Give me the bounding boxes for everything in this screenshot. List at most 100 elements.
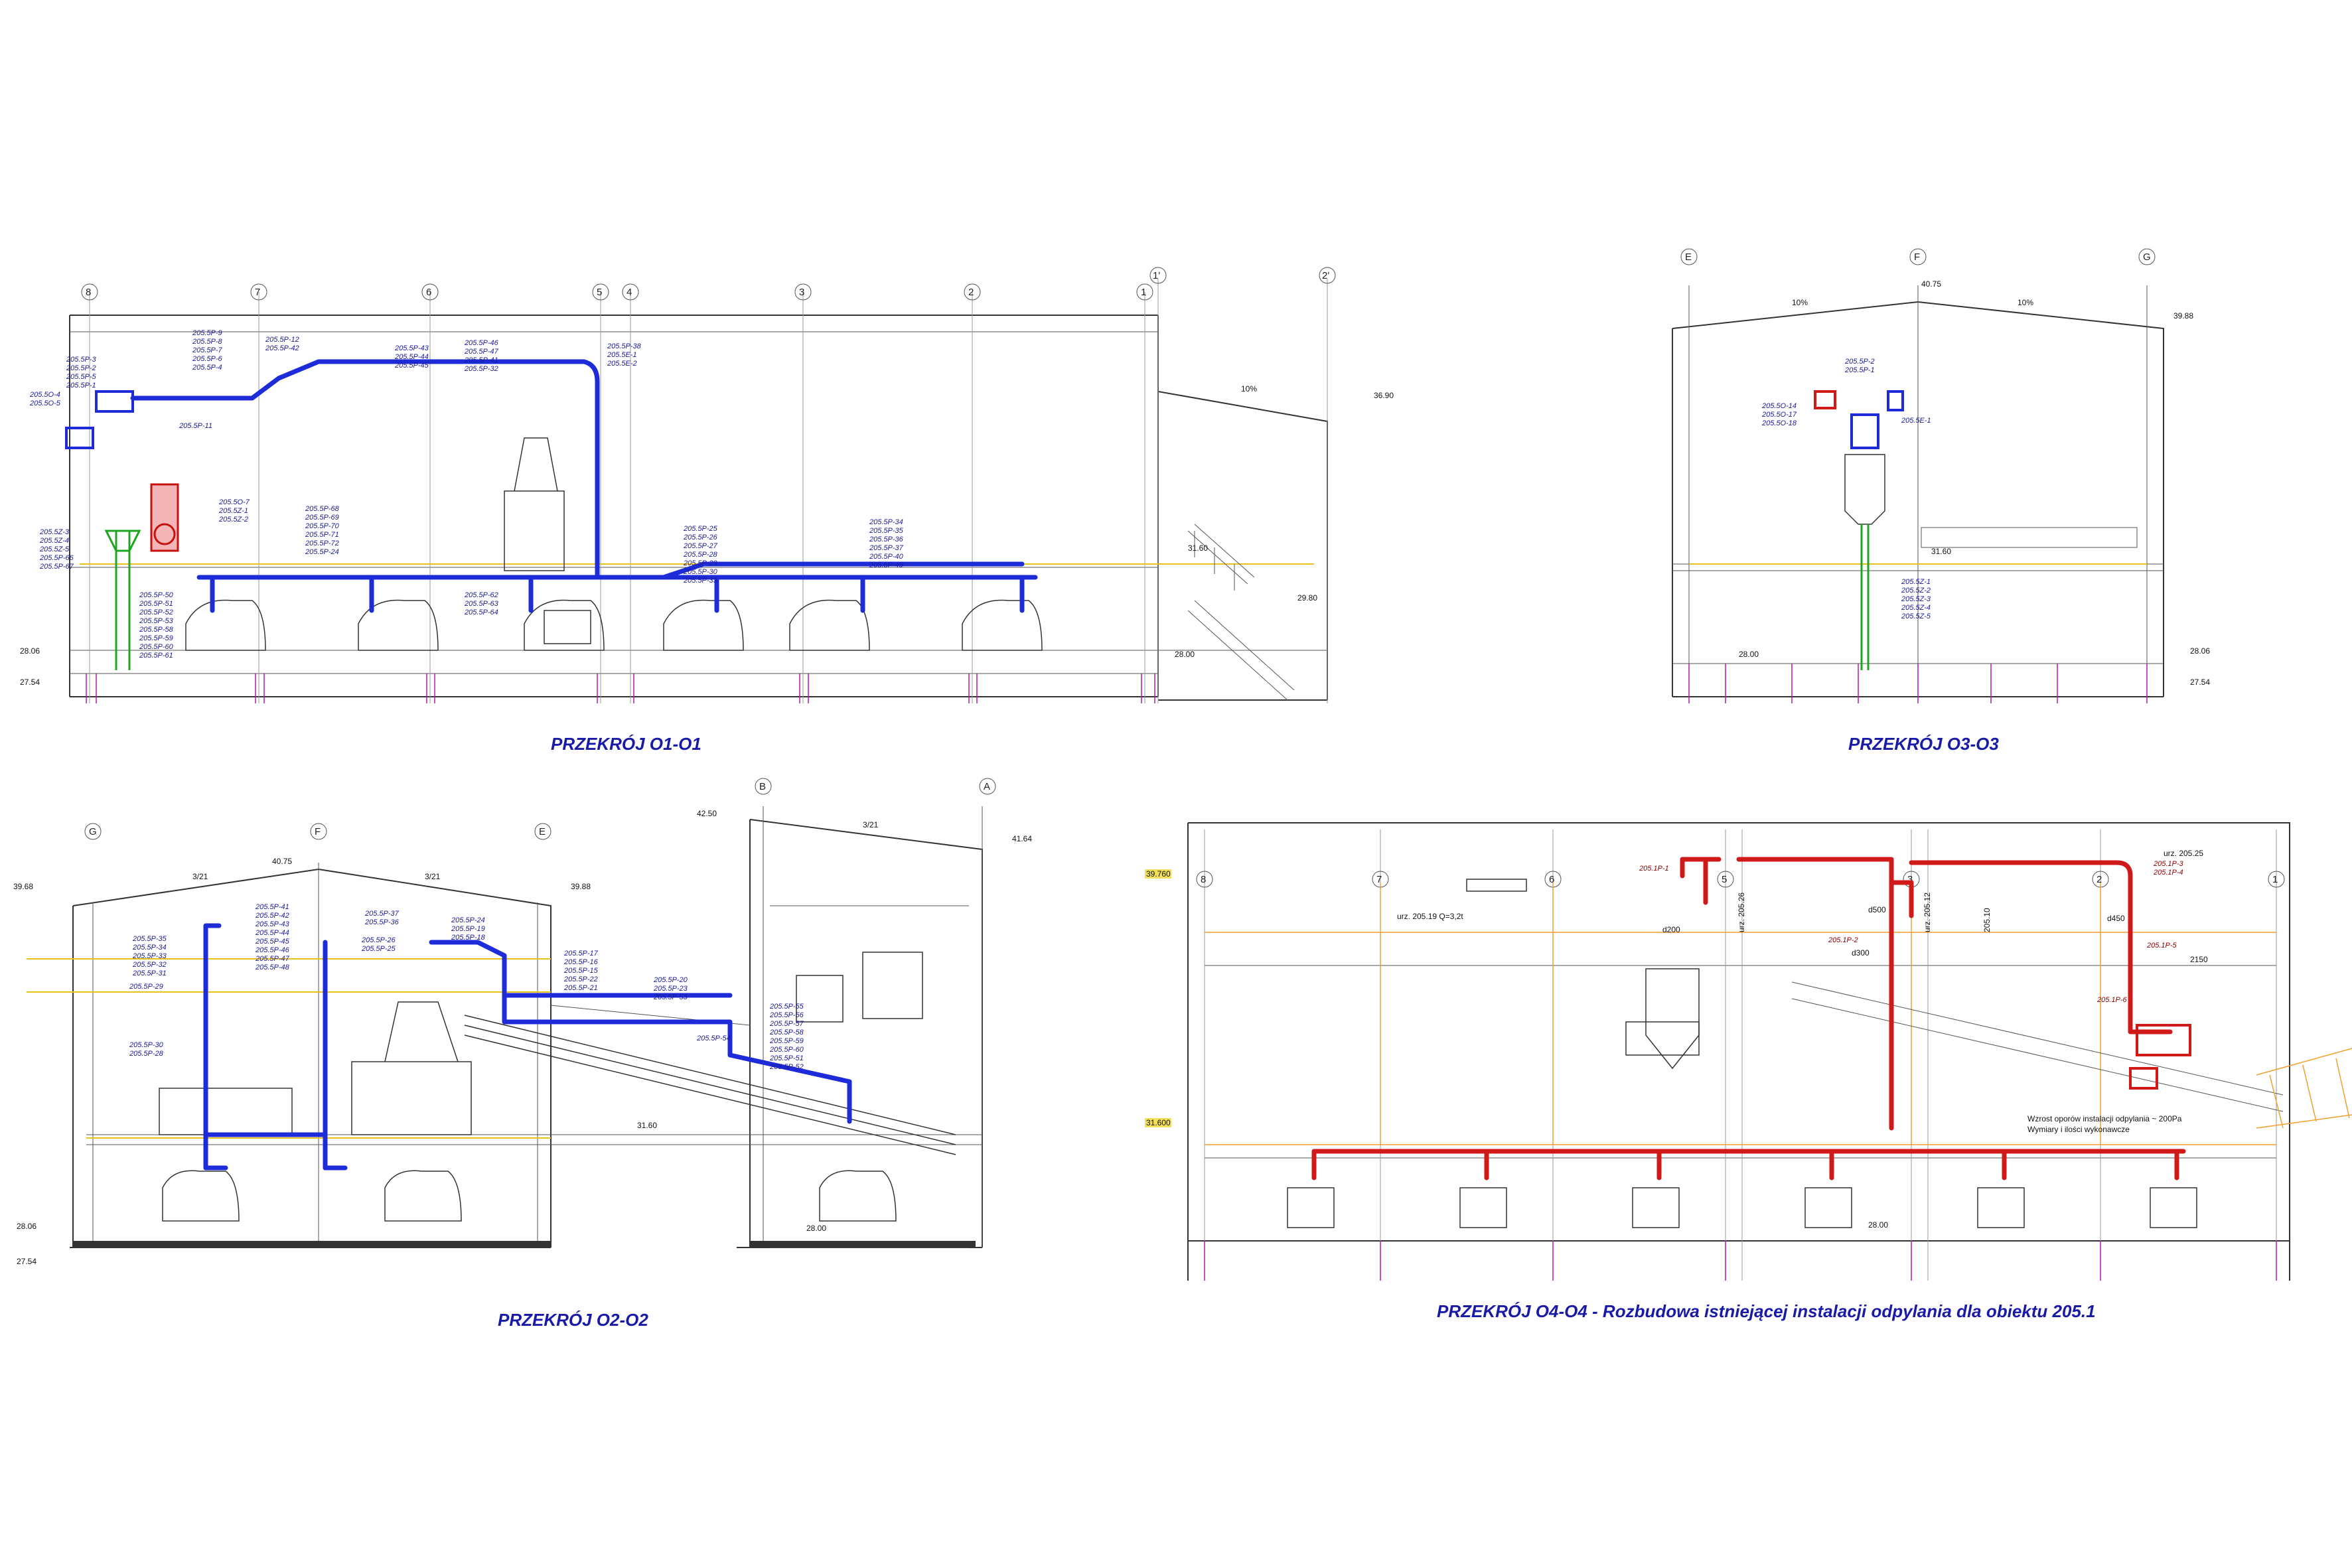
equipment-tag: 205.1P-1 bbox=[1639, 865, 1669, 873]
equipment-tag: 205.5P-22 bbox=[563, 975, 598, 983]
o4-title: PRZEKRÓJ O4-O4 - Rozbudowa istniejącej i… bbox=[1437, 1301, 2096, 1321]
equipment-tag: 205.5O-4 bbox=[29, 391, 60, 399]
equipment-tag: 205.5O-7 bbox=[218, 498, 250, 506]
equipment-tag: 205.5P-42 bbox=[265, 344, 299, 352]
equipment-tag: 205.5P-49 bbox=[869, 561, 903, 569]
axis-o4-3: 3 bbox=[1907, 874, 1913, 885]
equipment-tag: 205.5P-48 bbox=[255, 963, 290, 971]
equipment-tag: 205.5P-28 bbox=[129, 1050, 164, 1058]
equipment-tag: 205.5P-2 bbox=[1844, 358, 1875, 366]
axis-o2-a: A bbox=[984, 781, 990, 792]
equipment-tag: 205.5Z-4 bbox=[1901, 604, 1931, 612]
o2-title: PRZEKRÓJ O2-O2 bbox=[498, 1310, 648, 1330]
equipment-tag: 205.5P-15 bbox=[563, 967, 599, 975]
equipment-tag: 205.5P-60 bbox=[139, 643, 174, 651]
axis-o4-2: 2 bbox=[2096, 874, 2102, 885]
o2-slope-mid: 3/21 bbox=[425, 872, 441, 881]
equipment-tag: 205.5P-31 bbox=[132, 969, 167, 977]
equipment-tag: 205.5P-60 bbox=[769, 1046, 804, 1054]
equipment-tag: 205.5O-5 bbox=[29, 399, 61, 407]
o1-tags: 205.5P-9205.5P-8205.5P-7205.5P-6205.5P-4… bbox=[29, 329, 904, 660]
o4-equip-20512: urz. 205.12 bbox=[1923, 892, 1932, 932]
equipment-tag: 205.5P-25 bbox=[361, 945, 396, 953]
equipment-tag: 205.5O-14 bbox=[1761, 402, 1797, 410]
equipment-tag: 205.5P-17 bbox=[563, 950, 599, 958]
o1-title: PRZEKRÓJ O1-O1 bbox=[551, 734, 701, 754]
axis-o3-e: E bbox=[1685, 251, 1692, 263]
equipment-tag: 205.5P-43 bbox=[394, 344, 429, 352]
equipment-tag: 205.5P-1 bbox=[66, 382, 96, 390]
equipment-tag: 205.5P-45 bbox=[255, 938, 290, 946]
o2-level-4164: 41.64 bbox=[1012, 834, 1032, 843]
equipment-tag: 205.5P-35 bbox=[869, 527, 904, 535]
equipment-tag: 205.5Z-5 bbox=[1901, 612, 1931, 620]
o3-slope-left: 10% bbox=[1792, 298, 1808, 307]
equipment-tag: 205.5P-27 bbox=[683, 542, 718, 550]
equipment-tag: 205.5P-47 bbox=[464, 348, 499, 356]
equipment-tag: 205.5P-51 bbox=[769, 1054, 804, 1062]
o3-title: PRZEKRÓJ O3-O3 bbox=[1848, 734, 1999, 754]
section-o4: 8 7 6 5 3 2 1 39.760 31.600 28.0 bbox=[1145, 822, 2352, 1321]
equipment-tag: 205.1P-4 bbox=[2153, 869, 2183, 877]
equipment-tag: 205.5P-19 bbox=[451, 925, 485, 933]
axis-o4-6: 6 bbox=[1549, 874, 1554, 885]
o1-level-3160: 31.60 bbox=[1188, 543, 1208, 553]
equipment-tag: 205.5P-43 bbox=[255, 920, 290, 928]
equipment-tag: 205.5O-18 bbox=[1761, 419, 1797, 427]
equipment-tag: 205.5P-7 bbox=[192, 346, 223, 354]
equipment-tag: 205.5P-38 bbox=[607, 342, 642, 350]
axis-o3-f: F bbox=[1914, 251, 1920, 263]
equipment-tag: 205.5Z-3 bbox=[39, 528, 70, 536]
section-o2: G F E B A 3/21 3/21 3/21 42.50 41 bbox=[13, 778, 1032, 1330]
equipment-tag: 205.5O-17 bbox=[1761, 411, 1797, 419]
equipment-tag: 205.5P-33 bbox=[683, 577, 718, 585]
o1-level-2800: 28.00 bbox=[1175, 650, 1195, 659]
equipment-tag: 205.5P-26 bbox=[683, 534, 718, 541]
equipment-tag: 205.5P-30 bbox=[683, 568, 718, 576]
equipment-tag: 205.5Z-1 bbox=[1901, 578, 1931, 586]
equipment-tag: 205.5P-24 bbox=[305, 548, 339, 556]
o4-equip-20510: 205.10 bbox=[1982, 908, 1992, 932]
equipment-tag: 205.5P-24 bbox=[451, 916, 485, 924]
axis-o1-2: 2 bbox=[968, 287, 974, 298]
o2-level-3968: 39.68 bbox=[13, 882, 33, 891]
equipment-tag: 205.5P-50 bbox=[139, 591, 174, 599]
section-o1: 8 7 6 5 4 3 2 1 1' 2' bbox=[20, 267, 1394, 754]
equipment-tag: 205.5P-37 bbox=[869, 544, 904, 552]
equipment-tag: 205.5E-1 bbox=[1901, 417, 1931, 425]
o2-level-2754: 27.54 bbox=[17, 1257, 37, 1266]
o4-note-1: Wzrost oporów instalacji odpylania ~ 200… bbox=[2027, 1114, 2182, 1123]
o3-slope-right: 10% bbox=[2018, 298, 2033, 307]
equipment-tag: 205.5P-61 bbox=[139, 652, 173, 660]
equipment-tag: 205.5P-36 bbox=[364, 918, 400, 926]
o2-level-3988: 39.88 bbox=[571, 882, 591, 891]
equipment-tag: 205.5P-6 bbox=[192, 355, 223, 363]
axis-o1-6: 6 bbox=[426, 287, 431, 298]
o3-level-2754: 27.54 bbox=[2190, 677, 2210, 687]
equipment-tag: 205.5P-21 bbox=[563, 984, 598, 992]
o2-level-3160: 31.60 bbox=[637, 1121, 657, 1130]
o4-note-2: Wymiary i ilości wykonawcze bbox=[2027, 1125, 2130, 1134]
equipment-tag: 205.5P-8 bbox=[192, 338, 223, 346]
o3-level-2800: 28.00 bbox=[1739, 650, 1759, 659]
equipment-tag: 205.5P-23 bbox=[653, 985, 688, 993]
o2-slope-top: 3/21 bbox=[863, 820, 879, 829]
o3-level-3160: 31.60 bbox=[1931, 547, 1951, 556]
equipment-tag: 205.1P-3 bbox=[2153, 860, 2184, 868]
equipment-tag: 205.5P-30 bbox=[129, 1041, 164, 1049]
equipment-tag: 205.5P-53 bbox=[139, 617, 174, 625]
equipment-tag: 205.5P-16 bbox=[563, 958, 599, 966]
equipment-tag: 205.5P-4 bbox=[192, 364, 222, 372]
equipment-tag: 205.5P-66 bbox=[39, 554, 74, 562]
equipment-tag: 205.5P-29 bbox=[683, 559, 717, 567]
equipment-tag: 205.5P-44 bbox=[394, 353, 429, 361]
o3-tags: 205.5P-2205.5P-1205.5O-14205.5O-17205.5O… bbox=[1761, 358, 1931, 620]
o4-dim-d200: d200 bbox=[1662, 925, 1680, 934]
equipment-tag: 205.5P-59 bbox=[139, 634, 173, 642]
equipment-tag: 205.5P-3 bbox=[66, 356, 97, 364]
axis-o1-1: 1 bbox=[1141, 287, 1146, 298]
equipment-tag: 205.5P-55 bbox=[769, 1003, 804, 1011]
equipment-tag: 205.5P-42 bbox=[255, 912, 289, 920]
equipment-tag: 205.5P-35 bbox=[132, 935, 167, 943]
o3-level-3988: 39.88 bbox=[2173, 311, 2193, 321]
